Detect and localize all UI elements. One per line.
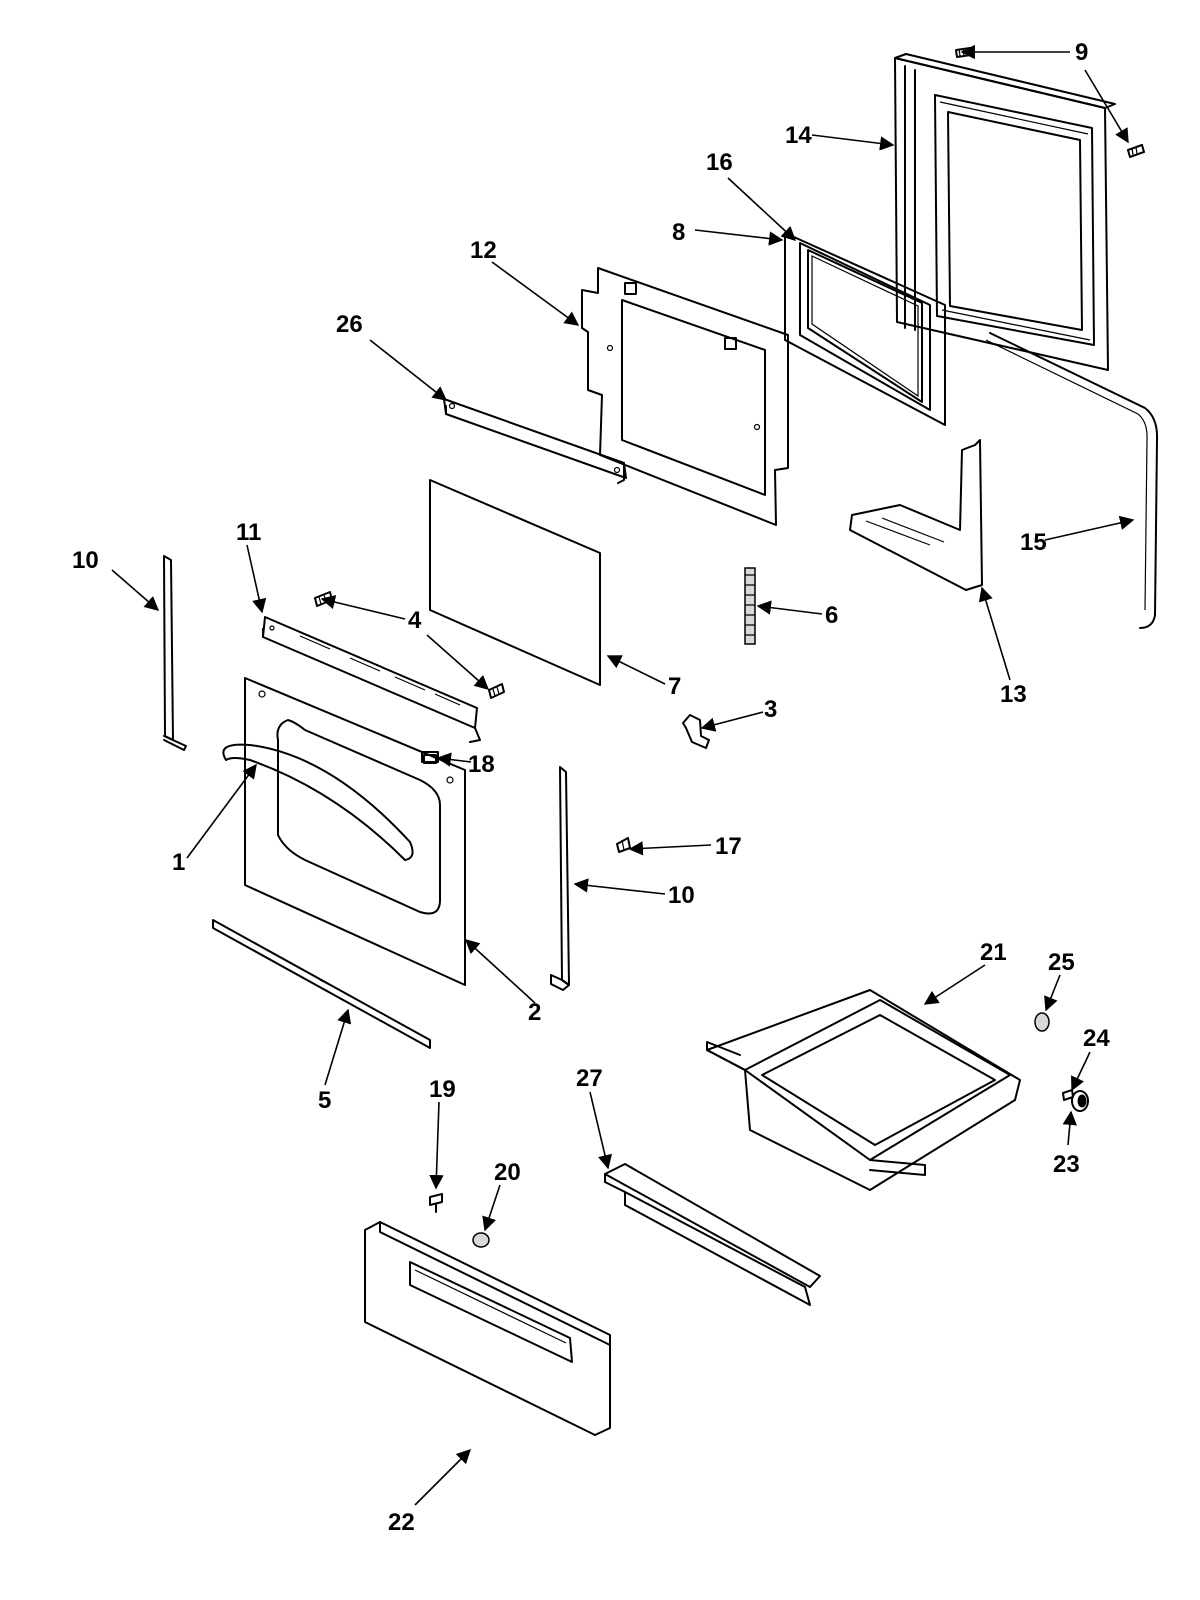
part-17-screw: [616, 837, 631, 853]
callout-13: 13: [1000, 681, 1027, 708]
part-8-window-pack: [784, 232, 946, 426]
part-10-side-trim-left: [163, 555, 187, 751]
callout-16: 16: [706, 149, 733, 176]
callout-12: 12: [470, 237, 497, 264]
callout-14: 14: [785, 122, 812, 149]
callout-21: 21: [980, 939, 1007, 966]
callout-labels: 1 2 3 4 5 6 7 8 9 10 10 11 12 13 14 15 1…: [72, 39, 1110, 1536]
callout-3: 3: [764, 696, 777, 723]
callout-9: 9: [1075, 39, 1088, 66]
part-9-screw: [1127, 144, 1145, 158]
part-11-vent: [262, 616, 481, 743]
part-7-glass: [429, 479, 601, 686]
callout-4: 4: [408, 607, 422, 634]
callout-17: 17: [715, 833, 742, 860]
callout-1: 1: [172, 849, 185, 876]
part-22-drawer-front: [364, 1221, 611, 1436]
leader-lines: [111, 44, 1135, 1506]
callout-15: 15: [1020, 529, 1047, 556]
callout-26: 26: [336, 311, 363, 338]
part-10-side-trim-right: [550, 766, 570, 991]
part-14-door-frame: [894, 53, 1116, 371]
part-5-channel: [212, 919, 431, 1049]
part-19-screw: [429, 1193, 443, 1213]
callout-20: 20: [494, 1159, 521, 1186]
part-6-strip: [744, 567, 756, 645]
part-15-seal: [985, 332, 1159, 629]
part-20-nut: [472, 1232, 490, 1248]
callout-25: 25: [1048, 949, 1075, 976]
callout-23: 23: [1053, 1151, 1080, 1178]
callout-18: 18: [468, 751, 495, 778]
part-26-channel: [443, 398, 627, 484]
callout-6: 6: [825, 602, 838, 629]
callout-24: 24: [1083, 1025, 1110, 1052]
part-21-drawer-pan: [706, 989, 1021, 1191]
callout-10-right: 10: [668, 882, 695, 909]
callout-10-left: 10: [72, 547, 99, 574]
part-23-glide: [1071, 1090, 1089, 1112]
part-13-shield: [849, 439, 983, 591]
part-12-insulation: [581, 267, 789, 526]
callout-22: 22: [388, 1509, 415, 1536]
callout-2: 2: [528, 999, 541, 1026]
callout-8: 8: [672, 219, 685, 246]
part-27-drawer-trim: [604, 1163, 821, 1306]
part-2-door-panel: [244, 677, 466, 986]
callout-11: 11: [236, 519, 261, 546]
part-4-screw: [488, 683, 505, 699]
part-3-bracket: [682, 714, 710, 749]
callout-27: 27: [576, 1065, 603, 1092]
callout-5: 5: [318, 1087, 331, 1114]
callout-7: 7: [668, 673, 681, 700]
part-1-handle: [222, 743, 414, 861]
part-25-nut: [1034, 1012, 1050, 1032]
callout-19: 19: [429, 1076, 456, 1103]
